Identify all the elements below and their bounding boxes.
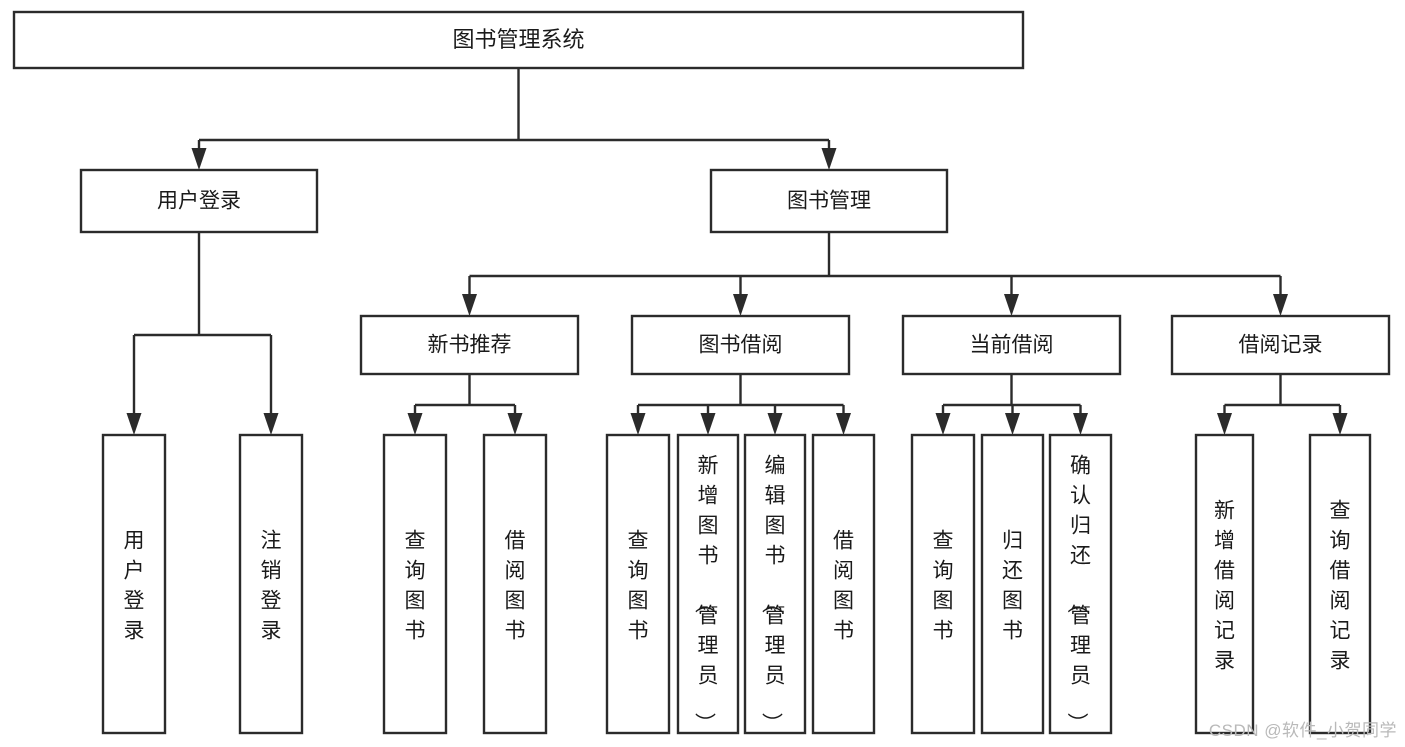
connector-layer [126, 68, 1348, 435]
node-leaf-1-0-1-label: 借阅图书 [505, 529, 526, 642]
branch-level2-0-to-1-arrowhead [263, 413, 279, 435]
node-leaf-1-1-3[interactable]: 借阅图书 [811, 433, 876, 735]
node-layer: 图书管理系统用户登录用户登录注销登录图书管理新书推荐查询图书借阅图书图书借阅查询… [12, 10, 1391, 735]
node-leaf-1-1-0-box [605, 433, 671, 735]
branch-root-to-0-arrowhead [191, 148, 207, 170]
node-leaf-1-2-0-label: 查询图书 [933, 529, 954, 642]
branch-level2-0-to-0-arrowhead [126, 413, 142, 435]
node-leaf-1-1-3-label: 借阅图书 [833, 529, 854, 642]
branch-level3-1-0-to-0-arrowhead [407, 413, 423, 435]
node-level3-1-1[interactable]: 图书借阅 [630, 314, 851, 376]
node-leaf-1-0-1-box [482, 433, 548, 735]
node-level3-1-2[interactable]: 当前借阅 [901, 314, 1122, 376]
node-leaf-1-1-0[interactable]: 查询图书 [605, 433, 671, 735]
branch-level3-1-3-to-1-arrowhead [1332, 413, 1348, 435]
node-level3-1-3-label: 借阅记录 [1239, 334, 1323, 357]
node-level2-0[interactable]: 用户登录 [79, 168, 319, 234]
branch-level3-1-1-to-3-arrowhead [836, 413, 851, 435]
node-leaf-1-3-1[interactable]: 查询借阅记录 [1308, 433, 1372, 735]
node-leaf-0-0-box [101, 433, 167, 735]
branch-level3-1-0-to-1-arrowhead [507, 413, 523, 435]
branch-level3-1-2-to-2-arrowhead [1073, 413, 1088, 435]
node-level2-1[interactable]: 图书管理 [709, 168, 949, 234]
node-level3-1-0[interactable]: 新书推荐 [359, 314, 580, 376]
node-leaf-1-2-0[interactable]: 查询图书 [910, 433, 976, 735]
node-leaf-1-3-0-box [1194, 433, 1255, 735]
node-leaf-1-1-3-box [811, 433, 876, 735]
node-level2-0-box [79, 168, 319, 234]
branch-level2-1-to-0-arrowhead [462, 294, 477, 316]
node-level3-1-0-box [359, 314, 580, 376]
node-leaf-1-3-0[interactable]: 新增借阅记录 [1194, 433, 1255, 735]
node-leaf-1-1-1-label: 新增图书（管理员） [693, 454, 719, 733]
branch-level2-1-to-2-arrowhead [1004, 294, 1019, 316]
node-leaf-1-0-1[interactable]: 借阅图书 [482, 433, 548, 735]
node-leaf-0-0-label: 用户登录 [124, 529, 145, 642]
node-level2-0-label: 用户登录 [157, 190, 241, 213]
node-level3-1-2-label: 当前借阅 [970, 334, 1054, 357]
node-leaf-1-2-2-box [1048, 433, 1113, 735]
node-leaf-1-2-1-box [980, 433, 1045, 735]
node-leaf-1-3-0-label: 新增借阅记录 [1214, 499, 1235, 672]
branch-level3-1-1-to-1-arrowhead [700, 413, 716, 435]
node-level3-1-0-label: 新书推荐 [428, 334, 512, 357]
branch-level3-1-1-to-0-arrowhead [630, 413, 646, 435]
node-leaf-0-0[interactable]: 用户登录 [101, 433, 167, 735]
node-root-label: 图书管理系统 [452, 27, 584, 52]
node-leaf-1-1-1-box [676, 433, 740, 735]
node-leaf-1-2-1[interactable]: 归还图书 [980, 433, 1045, 735]
node-leaf-1-1-1[interactable]: 新增图书（管理员） [676, 433, 740, 735]
node-leaf-1-1-0-label: 查询图书 [628, 529, 649, 642]
branch-root-to-1-arrowhead [821, 148, 837, 170]
branch-level3-1-2-to-1-arrowhead [1005, 413, 1020, 435]
node-leaf-1-2-2[interactable]: 确认归还（管理员） [1048, 433, 1113, 735]
node-level2-1-label: 图书管理 [787, 190, 871, 213]
node-root-box [12, 10, 1025, 70]
node-level3-1-3-box [1170, 314, 1391, 376]
watermark-text: CSDN @软件_小贺同学 [1208, 721, 1397, 740]
node-leaf-1-1-2[interactable]: 编辑图书（管理员） [743, 433, 807, 735]
branch-level2-1-to-1-arrowhead [733, 294, 748, 316]
branch-level3-1-3-to-0-arrowhead [1217, 413, 1232, 435]
branch-level3-1-1-to-2-arrowhead [767, 413, 783, 435]
node-level3-1-3[interactable]: 借阅记录 [1170, 314, 1391, 376]
node-leaf-1-0-0-box [382, 433, 448, 735]
node-leaf-1-2-1-label: 归还图书 [1002, 529, 1023, 642]
node-leaf-0-1-label: 注销登录 [261, 529, 282, 642]
node-leaf-1-0-0-label: 查询图书 [405, 529, 426, 642]
node-leaf-1-2-2-label: 确认归还（管理员） [1065, 454, 1091, 733]
node-level3-1-1-box [630, 314, 851, 376]
node-level2-1-box [709, 168, 949, 234]
node-level3-1-1-label: 图书借阅 [699, 334, 783, 357]
branch-level3-1-2-to-0-arrowhead [935, 413, 951, 435]
node-root[interactable]: 图书管理系统 [12, 10, 1025, 70]
node-leaf-1-3-1-box [1308, 433, 1372, 735]
node-leaf-1-0-0[interactable]: 查询图书 [382, 433, 448, 735]
node-leaf-1-1-2-label: 编辑图书（管理员） [760, 454, 786, 733]
node-leaf-1-2-0-box [910, 433, 976, 735]
node-leaf-1-3-1-label: 查询借阅记录 [1330, 499, 1351, 672]
node-leaf-0-1-box [238, 433, 304, 735]
node-leaf-1-1-2-box [743, 433, 807, 735]
node-level3-1-2-box [901, 314, 1122, 376]
node-leaf-0-1[interactable]: 注销登录 [238, 433, 304, 735]
branch-level2-1-to-3-arrowhead [1273, 294, 1288, 316]
